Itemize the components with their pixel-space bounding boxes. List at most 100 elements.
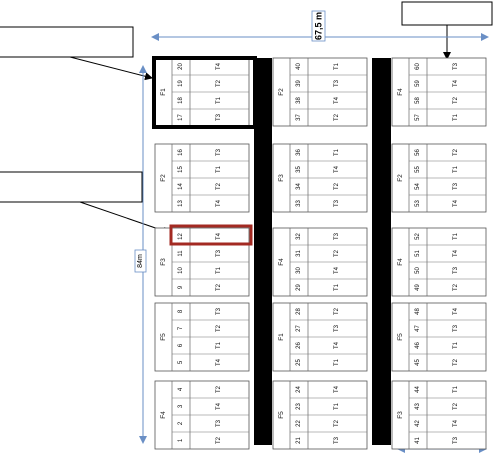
plot-number: 55 [415, 166, 421, 173]
treatment-code: T1 [334, 402, 340, 410]
plot-number: 59 [415, 80, 421, 87]
block-label: F2 [278, 88, 285, 96]
treatment-code: T1 [453, 165, 459, 173]
treatment-code: T2 [453, 283, 459, 291]
height-dimension-label-box [134, 249, 147, 273]
plot-number: 36 [296, 149, 302, 156]
treatment-code: T2 [334, 182, 340, 190]
treatment-code: T2 [453, 148, 459, 156]
highlight-black-block [152, 56, 257, 129]
plot-number: 27 [296, 325, 302, 332]
treatment-code: T1 [334, 358, 340, 366]
treatment-code: T3 [216, 307, 222, 315]
treatment-code: T2 [216, 385, 222, 393]
treatment-code: T3 [216, 419, 222, 427]
highlight-red-row [169, 224, 253, 246]
treatment-code: T3 [453, 62, 459, 70]
plot-number: 18 [178, 97, 184, 104]
block-label: F4 [397, 88, 404, 96]
plot-number: 44 [415, 386, 421, 393]
plot-number: 17 [178, 114, 184, 121]
treatment-code: T3 [334, 79, 340, 87]
treatment-code: T1 [334, 62, 340, 70]
treatment-code: T2 [453, 402, 459, 410]
block-label: F1 [278, 333, 285, 341]
plot-number: 43 [415, 403, 421, 410]
treatment-code: T1 [334, 148, 340, 156]
plot-number: 51 [415, 250, 421, 257]
treatment-code: T2 [334, 113, 340, 121]
plot-number: 48 [415, 308, 421, 315]
treatment-code: T2 [216, 79, 222, 87]
treatment-code: T2 [453, 358, 459, 366]
plot-number: 16 [178, 149, 184, 156]
plot-number: 42 [415, 420, 421, 427]
treatment-code: T3 [453, 182, 459, 190]
plot-number: 30 [296, 267, 302, 274]
treatment-code: T1 [334, 283, 340, 291]
treatment-code: T2 [216, 182, 222, 190]
callout-box-top-left [0, 26, 134, 58]
treatment-code: T1 [216, 341, 222, 349]
treatment-code: T4 [334, 266, 340, 274]
aisle-left [254, 58, 272, 445]
treatment-code: T1 [453, 341, 459, 349]
treatment-code: T4 [334, 165, 340, 173]
plot-number: 23 [296, 403, 302, 410]
treatment-code: T1 [216, 96, 222, 104]
block-label: F4 [160, 411, 167, 419]
plot-number: 45 [415, 359, 421, 366]
plot-number: 28 [296, 308, 302, 315]
plot-number: 15 [178, 166, 184, 173]
block-label: F2 [397, 174, 404, 182]
treatment-code: T4 [453, 419, 459, 427]
plot-number: 4 [178, 387, 184, 391]
treatment-code: T3 [334, 436, 340, 444]
plot-number: 41 [415, 437, 421, 444]
plot-number: 22 [296, 420, 302, 427]
treatment-code: T3 [453, 436, 459, 444]
plot-number: 12 [178, 233, 184, 240]
block-label: F3 [397, 411, 404, 419]
plot-number: 3 [178, 404, 184, 408]
treatment-code: T4 [216, 62, 222, 70]
plot-number: 32 [296, 233, 302, 240]
treatment-code: T3 [334, 199, 340, 207]
treatment-code: T1 [453, 113, 459, 121]
plot-number: 31 [296, 250, 302, 257]
treatment-code: T3 [453, 324, 459, 332]
block-label: F3 [160, 258, 167, 266]
plot-number: 40 [296, 63, 302, 70]
treatment-code: T3 [216, 249, 222, 257]
treatment-code: T4 [216, 358, 222, 366]
block-label: F4 [278, 258, 285, 266]
treatment-code: T4 [334, 96, 340, 104]
plot-number: 52 [415, 233, 421, 240]
plot-number: 2 [178, 421, 184, 425]
plot-number: 20 [178, 63, 184, 70]
treatment-code: T4 [216, 232, 222, 240]
plot-number: 56 [415, 149, 421, 156]
plot-number: 39 [296, 80, 302, 87]
plot-number: 1 [178, 438, 184, 442]
treatment-code: T4 [453, 307, 459, 315]
callout-arrow-top-left [69, 56, 153, 81]
block-label: F5 [160, 333, 167, 341]
plot-number: 47 [415, 325, 421, 332]
treatment-code: T4 [216, 402, 222, 410]
plot-number: 24 [296, 386, 302, 393]
treatment-code: T4 [453, 79, 459, 87]
plot-number: 53 [415, 200, 421, 207]
plot-number: 25 [296, 359, 302, 366]
